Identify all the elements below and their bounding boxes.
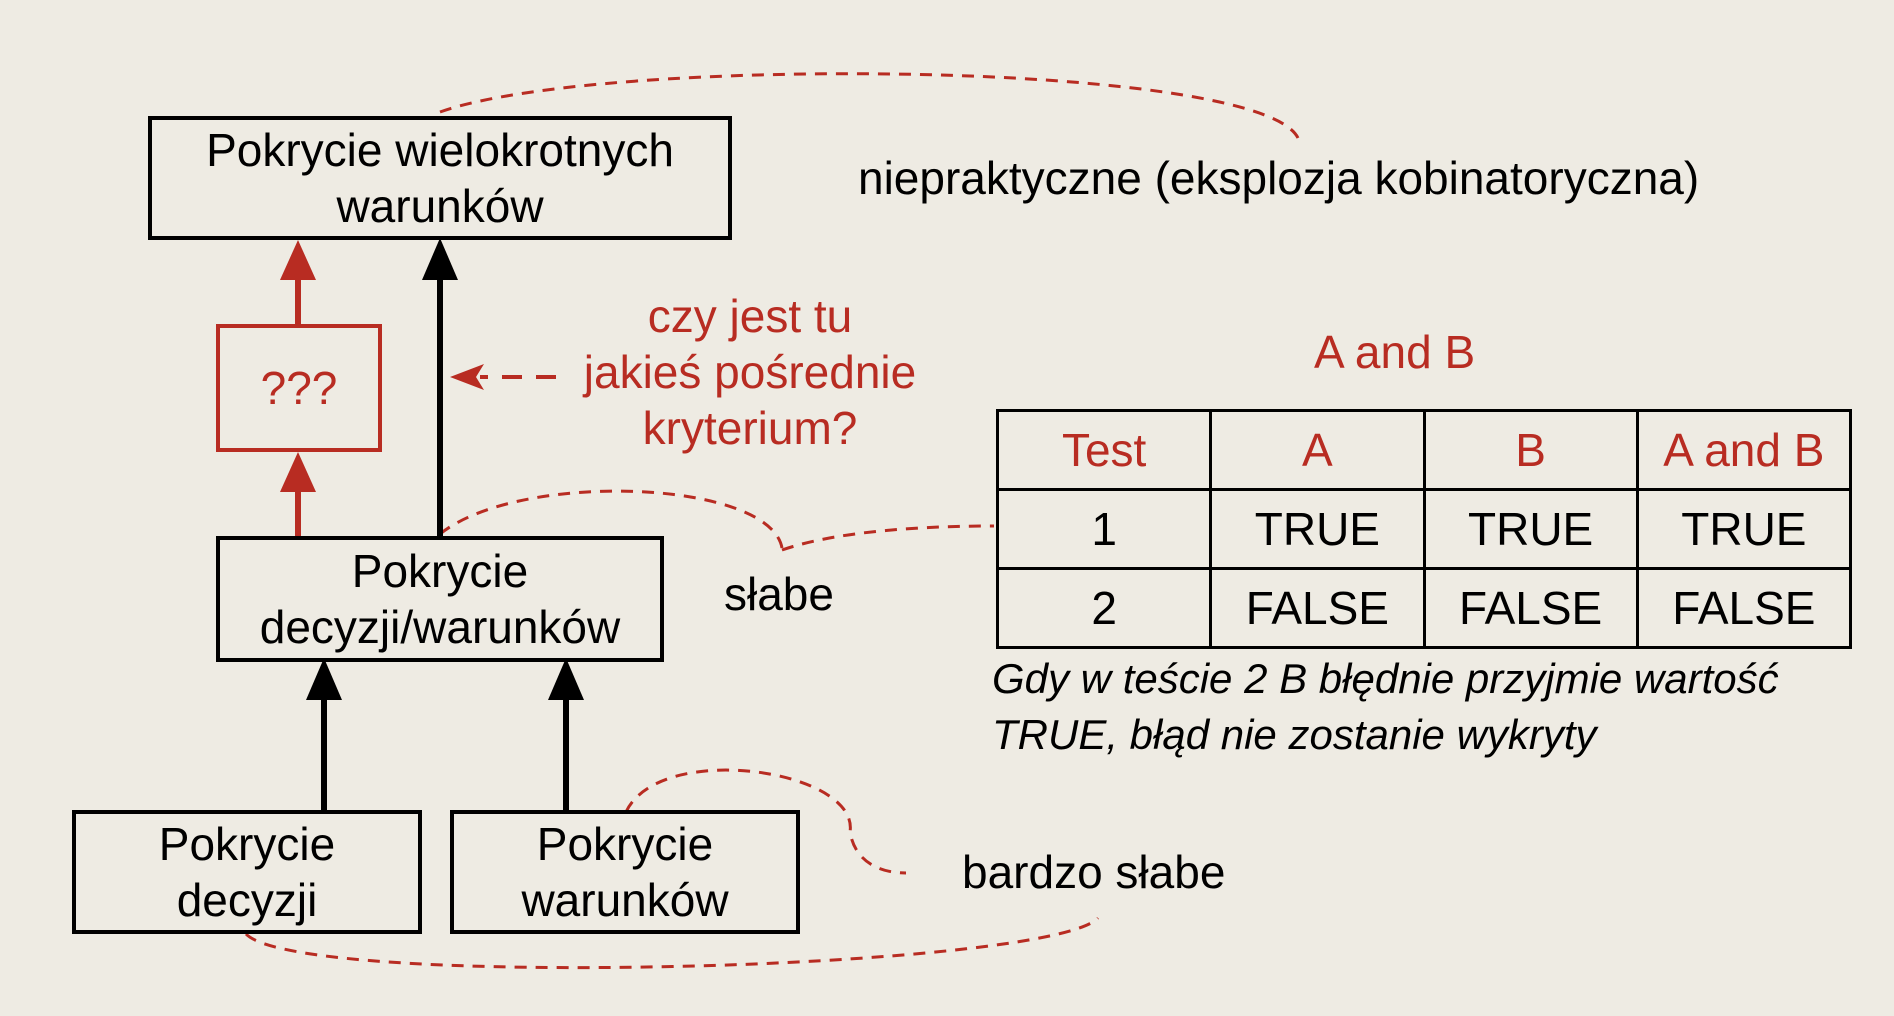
node-decision-coverage: Pokrycie decyzji xyxy=(72,810,422,934)
truth-table-note: Gdy w teście 2 B błędnie przyjmie wartoś… xyxy=(992,655,1779,758)
cell-a: TRUE xyxy=(1209,488,1426,570)
truth-table: Test A B A and B 1 TRUE TRUE TRUE 2 FALS… xyxy=(995,409,1853,649)
cell-test: 2 xyxy=(995,567,1213,649)
cell-a-and-b: TRUE xyxy=(1635,488,1853,570)
header-a: A xyxy=(1209,409,1426,491)
arrowhead-dc-to-mcc xyxy=(422,238,458,280)
header-b: B xyxy=(1422,409,1639,491)
cell-test: 1 xyxy=(995,488,1213,570)
arrowhead-decision xyxy=(306,658,342,700)
node-condition-coverage: Pokrycie warunków xyxy=(450,810,800,934)
arrowhead-condition xyxy=(548,658,584,700)
node-decision-condition-coverage: Pokrycie decyzji/warunków xyxy=(216,536,664,662)
header-test: Test xyxy=(995,409,1213,491)
arrowhead-unknown-to-mcc xyxy=(280,240,316,280)
cell-a-and-b: FALSE xyxy=(1635,567,1853,649)
cell-b: FALSE xyxy=(1422,567,1639,649)
table-row: 2 FALSE FALSE FALSE xyxy=(995,567,1853,649)
node-multiple-condition-coverage: Pokrycie wielokrotnych warunków xyxy=(148,116,732,240)
node-unknown-criterion: ??? xyxy=(216,324,382,452)
arrowhead-question xyxy=(450,364,484,390)
dashed-curve-decision xyxy=(244,916,1100,970)
header-a-and-b: A and B xyxy=(1635,409,1853,491)
dashed-curve-weak xyxy=(439,489,784,549)
table-row: 1 TRUE TRUE TRUE xyxy=(995,488,1853,570)
label-impractical: niepraktyczne (eksplozja kobinatoryczna) xyxy=(858,152,1700,204)
truth-table-header-row: Test A B A and B xyxy=(995,409,1853,491)
cell-b: TRUE xyxy=(1422,488,1639,570)
label-very-weak: bardzo słabe xyxy=(962,846,1226,898)
dashed-line-weak-table xyxy=(781,524,995,552)
label-weak: słabe xyxy=(724,568,834,620)
truth-table-title: A and B xyxy=(1314,326,1476,378)
arrowhead-dc-to-unknown xyxy=(280,452,316,492)
cell-a: FALSE xyxy=(1209,567,1426,649)
label-intermediate-criterion-question: czy jest tu jakieś pośrednie kryterium? xyxy=(583,290,917,454)
